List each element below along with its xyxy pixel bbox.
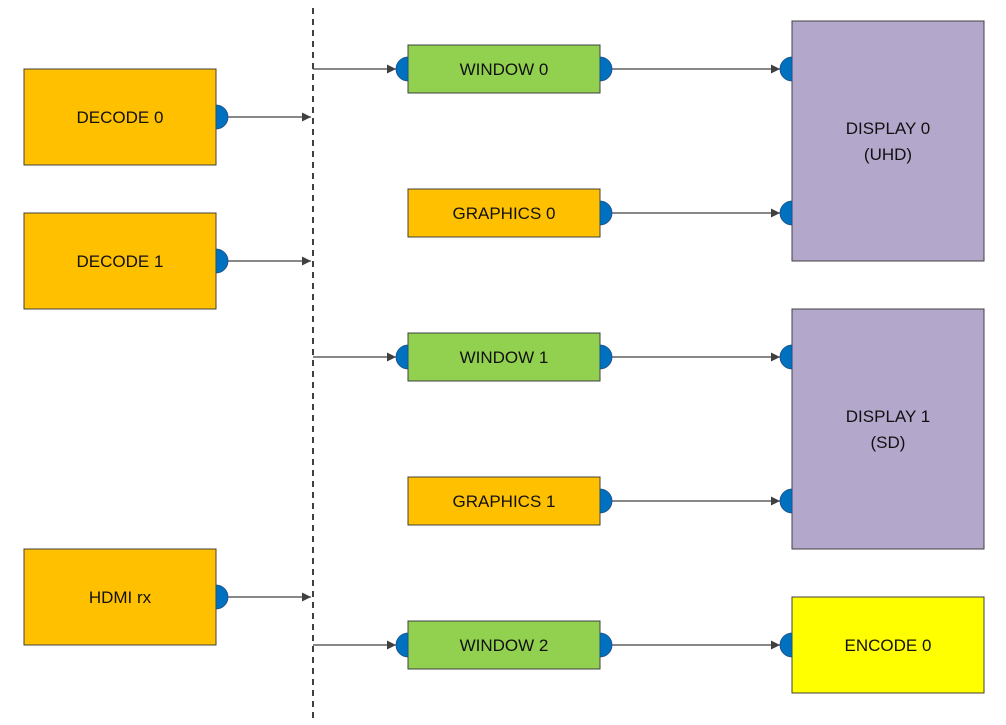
display1-input-port-a xyxy=(779,344,793,370)
display0-box xyxy=(791,20,985,262)
display1-label: DISPLAY 1 xyxy=(846,407,930,426)
window2-input-port xyxy=(395,632,409,658)
graphics0-label: GRAPHICS 0 xyxy=(453,204,556,223)
window1-output-port xyxy=(599,344,613,370)
encode0-node: ENCODE 0 xyxy=(791,596,985,694)
graphics1-output-port xyxy=(599,488,613,514)
connectors xyxy=(228,64,780,650)
source-hdmi-rx-node: HDMI rx xyxy=(23,548,217,646)
source-decode1-node: DECODE 1 xyxy=(23,212,217,310)
decode1-label: DECODE 1 xyxy=(77,252,164,271)
display0-input-port-a xyxy=(779,56,793,82)
display0-input-port-b xyxy=(779,200,793,226)
display0-sublabel: (UHD) xyxy=(864,145,912,164)
window0-box xyxy=(407,44,601,94)
display1-input-port-b xyxy=(779,488,793,514)
window1-box xyxy=(407,332,601,382)
ports xyxy=(215,56,793,658)
window2-label: WINDOW 2 xyxy=(460,636,549,655)
window1-label: WINDOW 1 xyxy=(460,348,549,367)
window0-node: WINDOW 0 xyxy=(407,44,601,94)
graphics0-output-port xyxy=(599,200,613,226)
window0-output-port xyxy=(599,56,613,82)
encode0-input-port xyxy=(779,632,793,658)
graphics0-node: GRAPHICS 0 xyxy=(407,188,601,238)
encode0-label: ENCODE 0 xyxy=(845,636,932,655)
decode0-output-port xyxy=(215,104,229,130)
decode1-box xyxy=(23,212,217,310)
hdmi-rx-output-port xyxy=(215,584,229,610)
window2-output-port xyxy=(599,632,613,658)
hdmi-rx-box xyxy=(23,548,217,646)
graphics1-label: GRAPHICS 1 xyxy=(453,492,556,511)
display1-sublabel: (SD) xyxy=(871,433,906,452)
window0-label: WINDOW 0 xyxy=(460,60,549,79)
display0-label: DISPLAY 0 xyxy=(846,119,930,138)
display1-box xyxy=(791,308,985,550)
source-decode0-node: DECODE 0 xyxy=(23,68,217,166)
encode0-box xyxy=(791,596,985,694)
display0-node: DISPLAY 0 (UHD) xyxy=(791,20,985,262)
graphics1-node: GRAPHICS 1 xyxy=(407,476,601,526)
decode0-box xyxy=(23,68,217,166)
window1-node: WINDOW 1 xyxy=(407,332,601,382)
graphics1-box xyxy=(407,476,601,526)
window0-input-port xyxy=(395,56,409,82)
hdmi-rx-label: HDMI rx xyxy=(89,588,152,607)
window1-input-port xyxy=(395,344,409,370)
display1-node: DISPLAY 1 (SD) xyxy=(791,308,985,550)
decode0-label: DECODE 0 xyxy=(77,108,164,127)
decode1-output-port xyxy=(215,248,229,274)
window2-node: WINDOW 2 xyxy=(407,620,601,670)
